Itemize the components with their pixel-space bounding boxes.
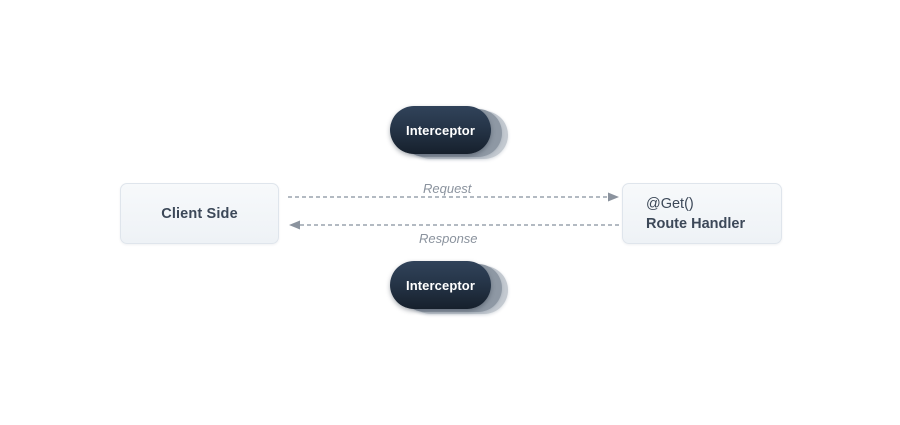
response-label: Response [419,231,478,246]
request-label: Request [423,181,472,196]
interceptor-pill-top[interactable]: Interceptor [390,106,491,154]
interceptor-node-top[interactable]: Interceptor [390,106,515,162]
interceptor-label-bottom: Interceptor [405,277,475,293]
response-arrow-head [289,220,300,230]
route-handler-node[interactable]: @Get() Route Handler [622,183,782,244]
client-side-node[interactable]: Client Side [120,183,279,244]
response-arrow [288,219,620,231]
request-arrow [288,191,620,203]
interceptor-pill-bottom[interactable]: Interceptor [390,261,491,309]
interceptor-node-bottom[interactable]: Interceptor [390,261,515,317]
interceptor-label-top: Interceptor [405,122,475,138]
request-arrow-head [608,192,619,202]
client-side-label: Client Side [161,205,238,222]
route-handler-decorator-label: @Get() [646,195,694,212]
route-handler-label: Route Handler [646,215,746,232]
